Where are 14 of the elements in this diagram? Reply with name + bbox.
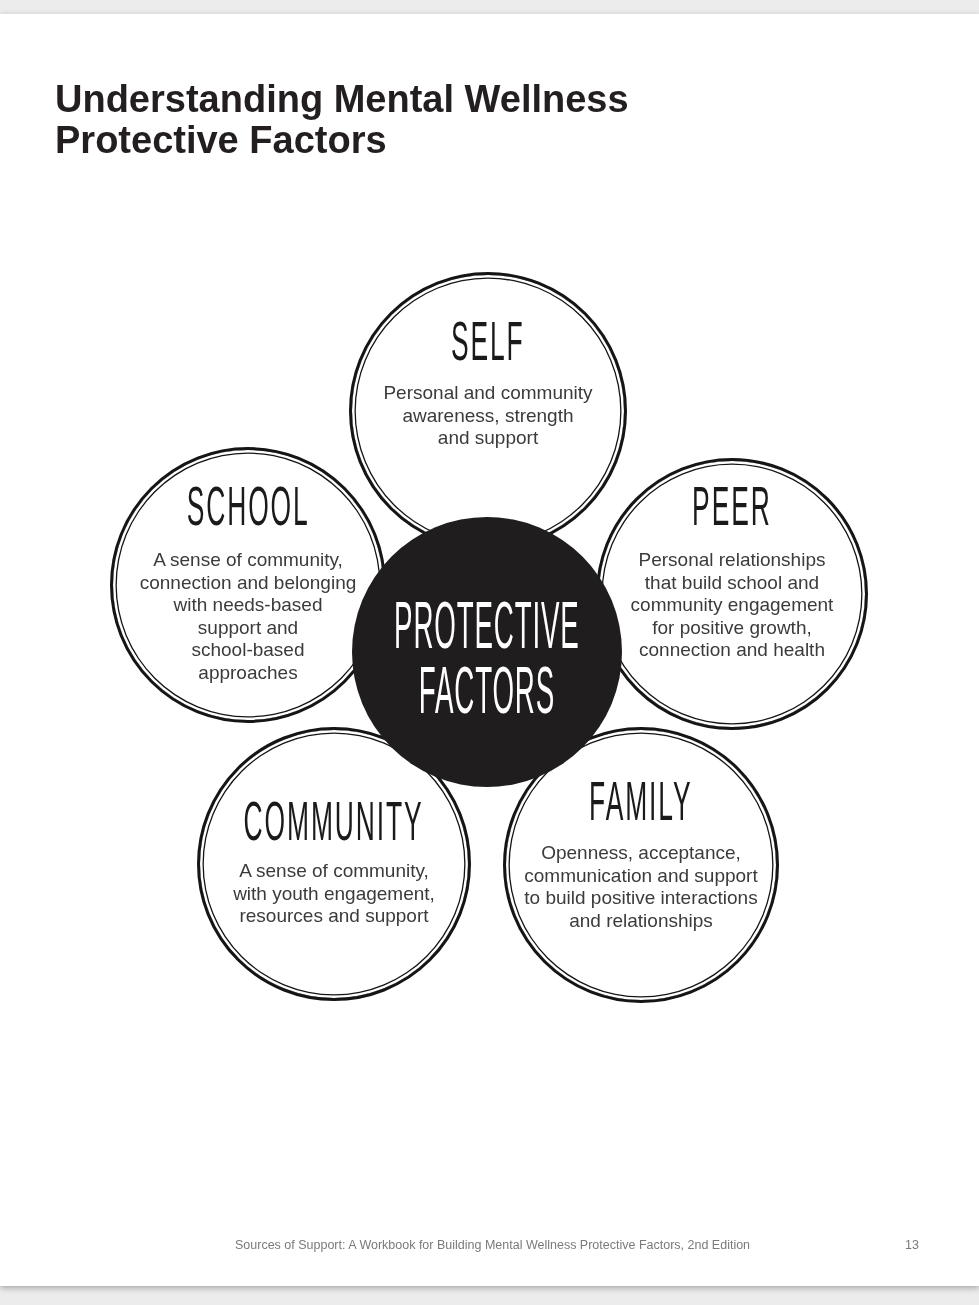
factor-heading: PEER [692, 479, 772, 534]
factor-heading: SCHOOL [186, 479, 310, 534]
factor-description: Personal relationships that build school and community engagement for positive growth, connection and health [630, 549, 834, 662]
factor-description: Personal and community awareness, strength and support [383, 382, 593, 450]
page-number: 13 [905, 1237, 919, 1253]
center-heading: PROTECTIVE FACTORS [394, 593, 580, 723]
factor-heading: FAMILY [589, 774, 693, 829]
factor-heading: COMMUNITY [243, 794, 425, 849]
factor-heading: SELF [451, 314, 525, 369]
footer-text: Sources of Support: A Workbook for Building Mental Wellness Protective Factors, 2nd Edition [235, 1237, 751, 1253]
factor-description: Openness, acceptance, communication and support to build positive interactions and relationships [524, 842, 758, 932]
factor-description: A sense of community, with youth engagement, resources and support [233, 860, 435, 928]
factor-description: A sense of community, connection and belonging with needs-based support and school-based approaches [139, 549, 357, 684]
page-title: Understanding Mental Wellness Protective Factors [55, 79, 629, 161]
